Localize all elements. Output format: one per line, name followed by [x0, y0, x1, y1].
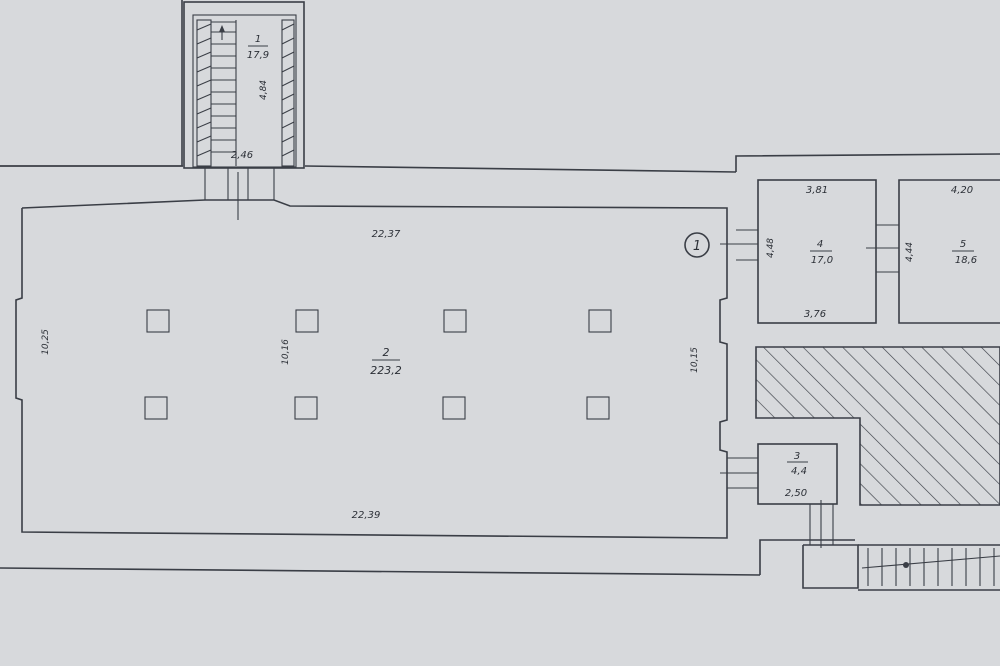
- door-2-4: [720, 229, 758, 261]
- stair-steps: [211, 20, 237, 166]
- room-2: 22,37 22,39 10,25 10,16 10,15 2 223,2: [15, 199, 728, 539]
- stair-hatch-left: [196, 23, 212, 157]
- stair-1-width: 2,46: [231, 150, 253, 161]
- room-4-number: 4: [817, 239, 823, 250]
- room-4-side-dim: 4,48: [766, 238, 776, 258]
- room-3-number: 3: [794, 451, 800, 462]
- room-3-width-dim: 2,50: [785, 488, 807, 499]
- room-5-top-dim: 4,20: [951, 185, 973, 196]
- stair-1: 1 17,9 4,84 2,46: [183, 1, 305, 169]
- outer-wall-top: [0, 0, 183, 167]
- room-3: 3 4,4 2,50: [757, 443, 838, 505]
- outer-wall-top-right: [735, 153, 1000, 172]
- external-stair: [858, 544, 1000, 591]
- room-2-right-dim: 10,15: [690, 347, 700, 373]
- marker-1: 1: [684, 232, 710, 258]
- room-5-side-dim: 4,44: [905, 242, 915, 262]
- room-2-bottom-dim: 22,39: [352, 510, 381, 521]
- room-4-top-dim: 3,81: [806, 185, 828, 196]
- room-2-left-dim: 10,25: [41, 329, 51, 355]
- marker-1-label: 1: [693, 239, 701, 254]
- room-4-area: 17,0: [811, 255, 833, 266]
- exit-passage: [802, 500, 859, 589]
- room-3-area: 4,4: [791, 466, 807, 477]
- room-2-inner-dim: 10,16: [281, 339, 291, 365]
- room-4: 3,81 3,76 4,48 4 17,0: [757, 179, 877, 324]
- stair-1-length: 4,84: [259, 80, 269, 100]
- room-5-number: 5: [960, 239, 966, 250]
- room-5: 4,20 4,44 5 18,6: [898, 179, 1000, 324]
- outer-wall-bottom-right: [759, 539, 855, 575]
- room-4-bottom-dim: 3,76: [804, 309, 826, 320]
- outer-wall-bottom: [0, 567, 761, 576]
- door-2-3: [720, 457, 758, 489]
- stair-arrow-head: [219, 25, 225, 32]
- stair-1-number: 1: [255, 34, 261, 45]
- room-2-top-dim: 22,37: [372, 229, 401, 240]
- room-2-number: 2: [383, 346, 390, 359]
- stair-passage: [204, 168, 275, 220]
- columns: [144, 309, 612, 420]
- stair-1-area: 17,9: [247, 50, 269, 61]
- door-4-5: [866, 224, 899, 273]
- stair-hatch-right: [281, 23, 295, 157]
- room-2-area: 223,2: [370, 364, 402, 377]
- room-5-area: 18,6: [955, 255, 977, 266]
- outer-wall-top-mid: [304, 165, 737, 173]
- hatched-block: [755, 346, 1000, 506]
